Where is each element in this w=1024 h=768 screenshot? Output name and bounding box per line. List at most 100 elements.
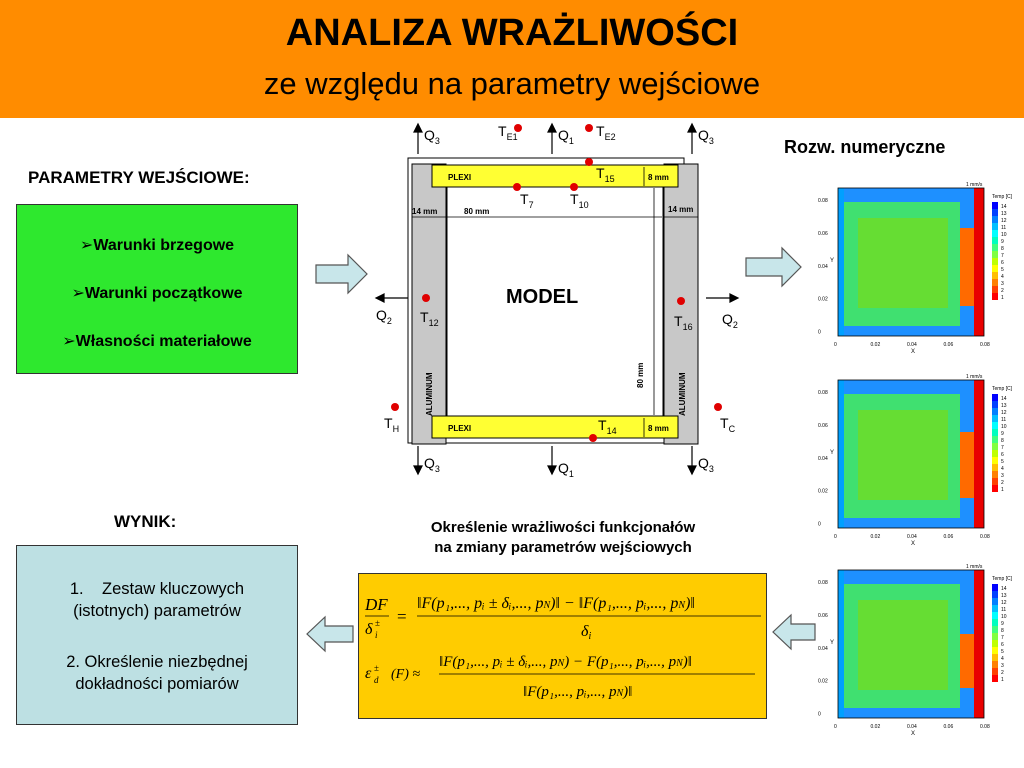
- legend-value: 3: [1001, 473, 1004, 479]
- y-tick-label: 0.06: [818, 231, 828, 237]
- arrow-bullet-icon: ➢: [71, 285, 85, 302]
- legend-value: 6: [1001, 260, 1004, 266]
- arrow-bullet-icon: ➢: [62, 333, 76, 350]
- y-tick-label: 0.06: [818, 423, 828, 429]
- result-heading: WYNIK:: [114, 512, 177, 531]
- legend-value: 5: [1001, 267, 1004, 273]
- sensor-label-t15: T15: [596, 165, 615, 184]
- param-item-material: ➢Własności materiałowe: [62, 333, 252, 350]
- flow-arrow-left-1: [306, 615, 354, 653]
- param-item-boundary: ➢Warunki brzegowe: [79, 237, 235, 254]
- y-axis-label: Y: [830, 450, 834, 456]
- legend-value: 14: [1001, 396, 1007, 402]
- sensor-label-t10: T10: [570, 191, 589, 210]
- aluminum-label-right: ALUMINUM: [678, 372, 687, 416]
- legend-value: 5: [1001, 649, 1004, 655]
- legend-value: 5: [1001, 459, 1004, 465]
- model-diagram: PLEXI PLEXI ALUMINUM ALUMINUM 14 mm 80 m…: [374, 122, 740, 479]
- result-item-1-line-2: (istotnych) parametrów: [73, 602, 241, 620]
- sensor-dot-t7: [513, 183, 521, 191]
- plexi-label-top: PLEXI: [448, 173, 471, 182]
- legend-value: 8: [1001, 628, 1004, 634]
- dim-80mm-vertical: 80 mm: [636, 363, 645, 388]
- result-item-2-line-1: 2. Określenie niezbędnej: [66, 653, 248, 671]
- q2-label-left: Q2: [376, 307, 392, 326]
- x-tick-label: 0.06: [944, 724, 954, 730]
- svg-text:±: ±: [375, 618, 380, 628]
- x-tick-label: 0.04: [907, 342, 917, 348]
- legend-value: 10: [1001, 424, 1007, 430]
- sensor-label-t7: T7: [520, 191, 534, 210]
- sensor-label-te1: TE1: [498, 123, 518, 142]
- q3-label-bottom-right: Q3: [698, 455, 714, 474]
- y-tick-label: 0.02: [818, 489, 828, 495]
- y-tick-label: 0.08: [818, 390, 828, 396]
- legend-value: 8: [1001, 438, 1004, 444]
- speed-label: 1 mm/s: [966, 182, 983, 188]
- legend-value: 4: [1001, 656, 1004, 662]
- legend-value: 12: [1001, 218, 1007, 224]
- x-tick-label: 0: [834, 534, 837, 540]
- svg-text:‖F(p₁,..., pᵢ ± δᵢ,..., pN)‖ −: ‖F(p₁,..., pᵢ ± δᵢ,..., pN)‖ − ‖F(p₁,...…: [417, 595, 695, 612]
- y-axis-label: Y: [830, 258, 834, 264]
- x-tick-label: 0.02: [871, 534, 881, 540]
- x-tick-label: 0.02: [871, 342, 881, 348]
- slide-title: ANALIZA WRAŻLIWOŚCI: [285, 12, 739, 54]
- svg-text:=: =: [397, 607, 407, 626]
- param-item-initial: ➢Warunki początkowe: [71, 285, 243, 302]
- x-tick-label: 0.08: [980, 534, 990, 540]
- x-tick-label: 0.06: [944, 534, 954, 540]
- q1-label-top: Q1: [558, 127, 574, 146]
- legend-value: 4: [1001, 466, 1004, 472]
- legend-value: 9: [1001, 431, 1004, 437]
- legend-value: 11: [1001, 417, 1006, 423]
- legend-value: 11: [1001, 607, 1006, 613]
- dim-14mm-right: 14 mm: [668, 205, 693, 214]
- x-axis-label: X: [911, 541, 915, 547]
- y-tick-label: 0: [818, 522, 821, 528]
- y-tick-label: 0.06: [818, 613, 828, 619]
- result-item-1-line-1: 1. Zestaw kluczowych: [69, 580, 245, 598]
- x-tick-label: 0.06: [944, 342, 954, 348]
- svg-text:i: i: [375, 630, 378, 640]
- legend-value: 1: [1001, 677, 1004, 683]
- sensor-dot-t15: [585, 158, 593, 166]
- legend-value: 13: [1001, 211, 1007, 217]
- y-tick-label: 0: [818, 712, 821, 718]
- legend-value: 14: [1001, 204, 1007, 210]
- x-tick-label: 0.08: [980, 342, 990, 348]
- q3-label-top-left: Q3: [424, 127, 440, 146]
- legend-value: 12: [1001, 410, 1007, 416]
- model-label: MODEL: [506, 286, 578, 308]
- speed-label: 1 mm/s: [966, 564, 983, 570]
- legend-value: 9: [1001, 239, 1004, 245]
- sensor-label-th: TH: [384, 415, 399, 434]
- y-tick-label: 0.04: [818, 646, 828, 652]
- params-heading: PARAMETRY WEJŚCIOWE:: [28, 168, 250, 187]
- legend-value: 12: [1001, 600, 1007, 606]
- x-tick-label: 0: [834, 724, 837, 730]
- sensor-dot-t10: [570, 183, 578, 191]
- svg-text:DF: DF: [364, 595, 388, 614]
- y-tick-label: 0.02: [818, 679, 828, 685]
- dim-80mm-horizontal: 80 mm: [464, 207, 489, 216]
- y-tick-label: 0.04: [818, 456, 828, 462]
- dim-8mm-bottom: 8 mm: [648, 424, 669, 433]
- x-tick-label: 0.04: [907, 724, 917, 730]
- svg-text:‖F(p₁,..., pᵢ,..., pN)‖: ‖F(p₁,..., pᵢ,..., pN)‖: [523, 684, 632, 700]
- x-axis-label: X: [911, 731, 915, 737]
- x-tick-label: 0.08: [980, 724, 990, 730]
- legend-value: 11: [1001, 225, 1006, 231]
- legend-value: 3: [1001, 281, 1004, 287]
- legend-value: 6: [1001, 452, 1004, 458]
- numerical-heading: Rozw. numeryczne: [784, 137, 946, 157]
- legend-value: 7: [1001, 253, 1004, 259]
- x-axis-label: X: [911, 349, 915, 355]
- legend-value: 10: [1001, 614, 1007, 620]
- legend-value: 3: [1001, 663, 1004, 669]
- x-tick-label: 0.02: [871, 724, 881, 730]
- sensor-dot-t14: [589, 434, 597, 442]
